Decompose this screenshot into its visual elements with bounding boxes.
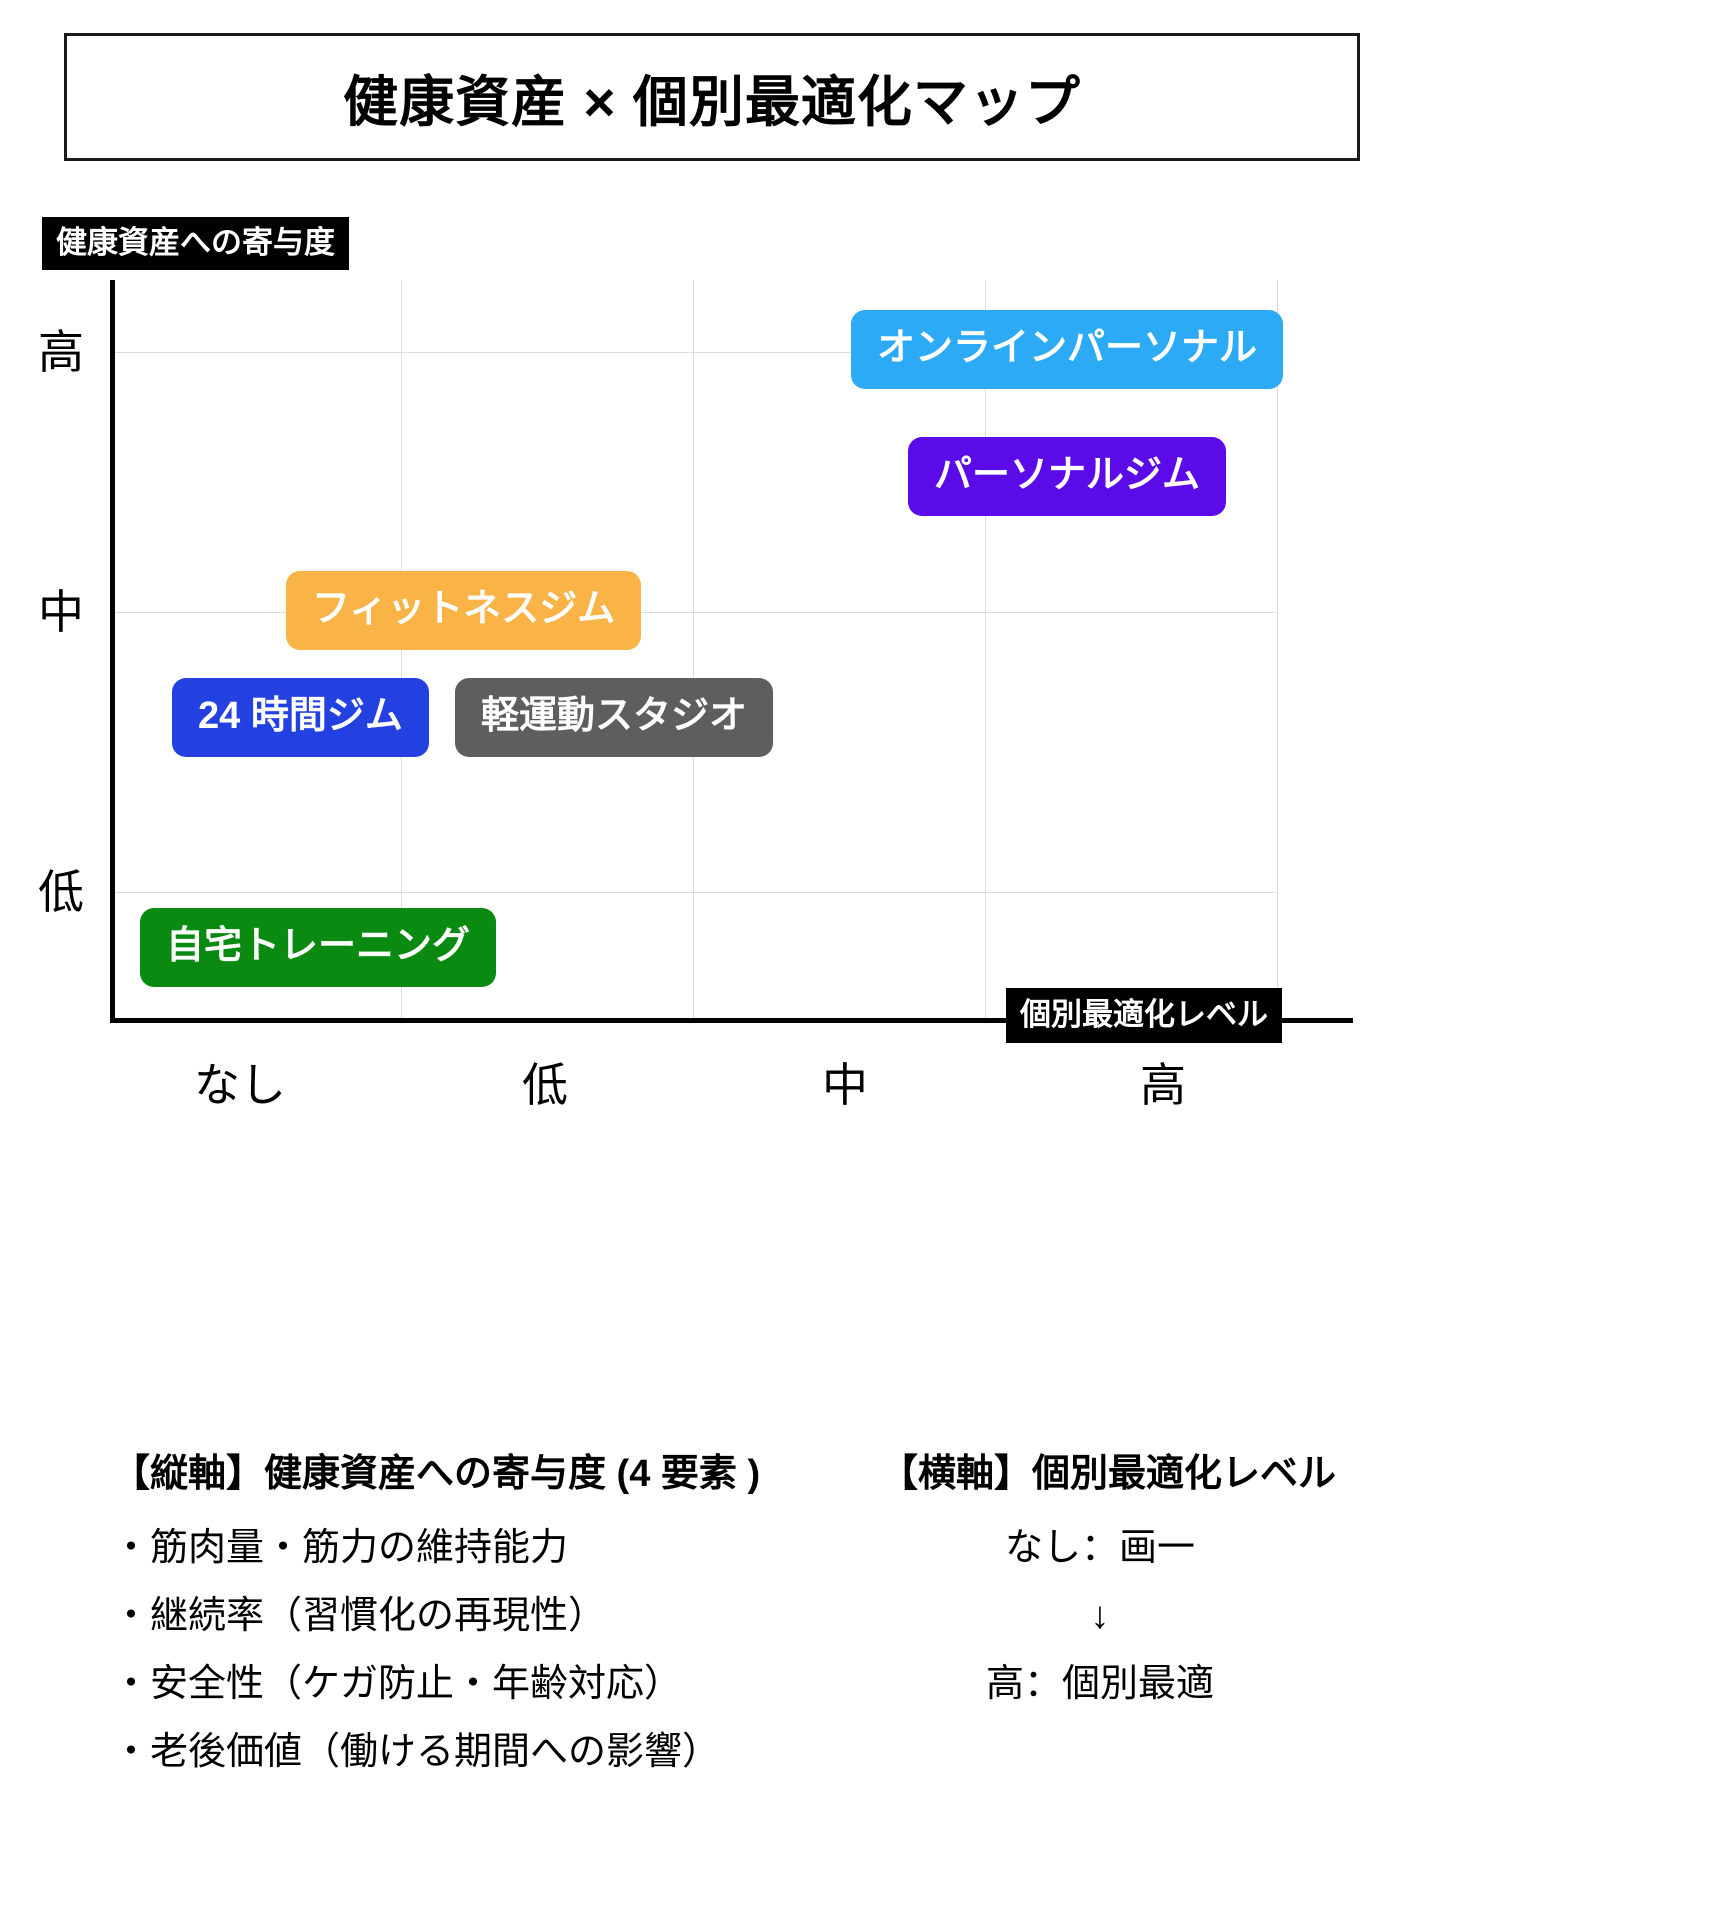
- footer-right-heading: 【横軸】個別最適化レベル: [880, 1453, 1337, 1495]
- footer-left-item-4: ・老後価値（働ける期間への影響）: [112, 1731, 721, 1773]
- gridline-vertical-3: [985, 280, 986, 1020]
- data-point-24h-gym[interactable]: 24 時間ジム: [172, 678, 429, 757]
- footer-right-item-3: 高：個別最適: [985, 1663, 1214, 1705]
- x-axis-label: 個別最適化レベル: [1006, 988, 1282, 1043]
- gridline-horizontal-low: [110, 892, 1275, 893]
- footer-left-item-2: ・継続率（習慣化の再現性）: [112, 1595, 607, 1637]
- footer-left-heading: 【縦軸】健康資産への寄与度 (4 要素 ): [112, 1453, 761, 1495]
- title-box: 健康資産 × 個別最適化マップ: [64, 33, 1360, 161]
- data-point-light-exercise-studio[interactable]: 軽運動スタジオ: [455, 678, 774, 757]
- gridline-vertical-1: [401, 280, 402, 1020]
- x-tick-low: 低: [522, 1059, 568, 1111]
- data-point-home-training[interactable]: 自宅トレーニング: [140, 908, 497, 987]
- y-tick-mid: 中: [38, 586, 84, 638]
- gridline-vertical-2: [693, 280, 694, 1020]
- x-tick-medium: 中: [822, 1059, 868, 1111]
- x-tick-none: なし: [194, 1059, 286, 1111]
- y-tick-low: 低: [38, 866, 84, 918]
- x-tick-high: 高: [1140, 1059, 1186, 1111]
- gridline-horizontal-high: [110, 352, 1275, 353]
- data-point-personal-gym[interactable]: パーソナルジム: [908, 437, 1227, 516]
- footer-right-arrow-icon: ↓: [1090, 1595, 1110, 1637]
- y-axis-label: 健康資産への寄与度: [42, 217, 349, 270]
- y-axis-line: [110, 280, 115, 1022]
- page-title: 健康資産 × 個別最適化マップ: [343, 71, 1081, 133]
- footer-vertical-axis-notes: 【縦軸】健康資産への寄与度 (4 要素 ) ・筋肉量・筋力の維持能力 ・継続率（…: [0, 1455, 860, 1801]
- footer-notes: 【縦軸】健康資産への寄与度 (4 要素 ) ・筋肉量・筋力の維持能力 ・継続率（…: [0, 1455, 1728, 1801]
- footer-left-item-3: ・安全性（ケガ防止・年齢対応）: [112, 1663, 683, 1705]
- x-axis-line: [110, 1018, 1353, 1023]
- gridline-vertical-4: [1277, 280, 1278, 1020]
- gridline-horizontal-mid: [110, 612, 1275, 613]
- footer-right-item-1: なし：画一: [1004, 1527, 1195, 1569]
- data-point-fitness-gym[interactable]: フィットネスジム: [286, 571, 642, 650]
- footer-left-item-1: ・筋肉量・筋力の維持能力: [112, 1527, 569, 1569]
- footer-horizontal-axis-notes: 【横軸】個別最適化レベル なし：画一 ↓ 高：個別最適: [860, 1455, 1580, 1801]
- y-tick-high: 高: [38, 326, 84, 378]
- chart-plot-area: 健康資産への寄与度 高 中 低 なし 低 中 高 個別最適化レベル オンラインパ…: [0, 200, 1420, 1108]
- data-point-online-personal[interactable]: オンラインパーソナル: [851, 310, 1284, 389]
